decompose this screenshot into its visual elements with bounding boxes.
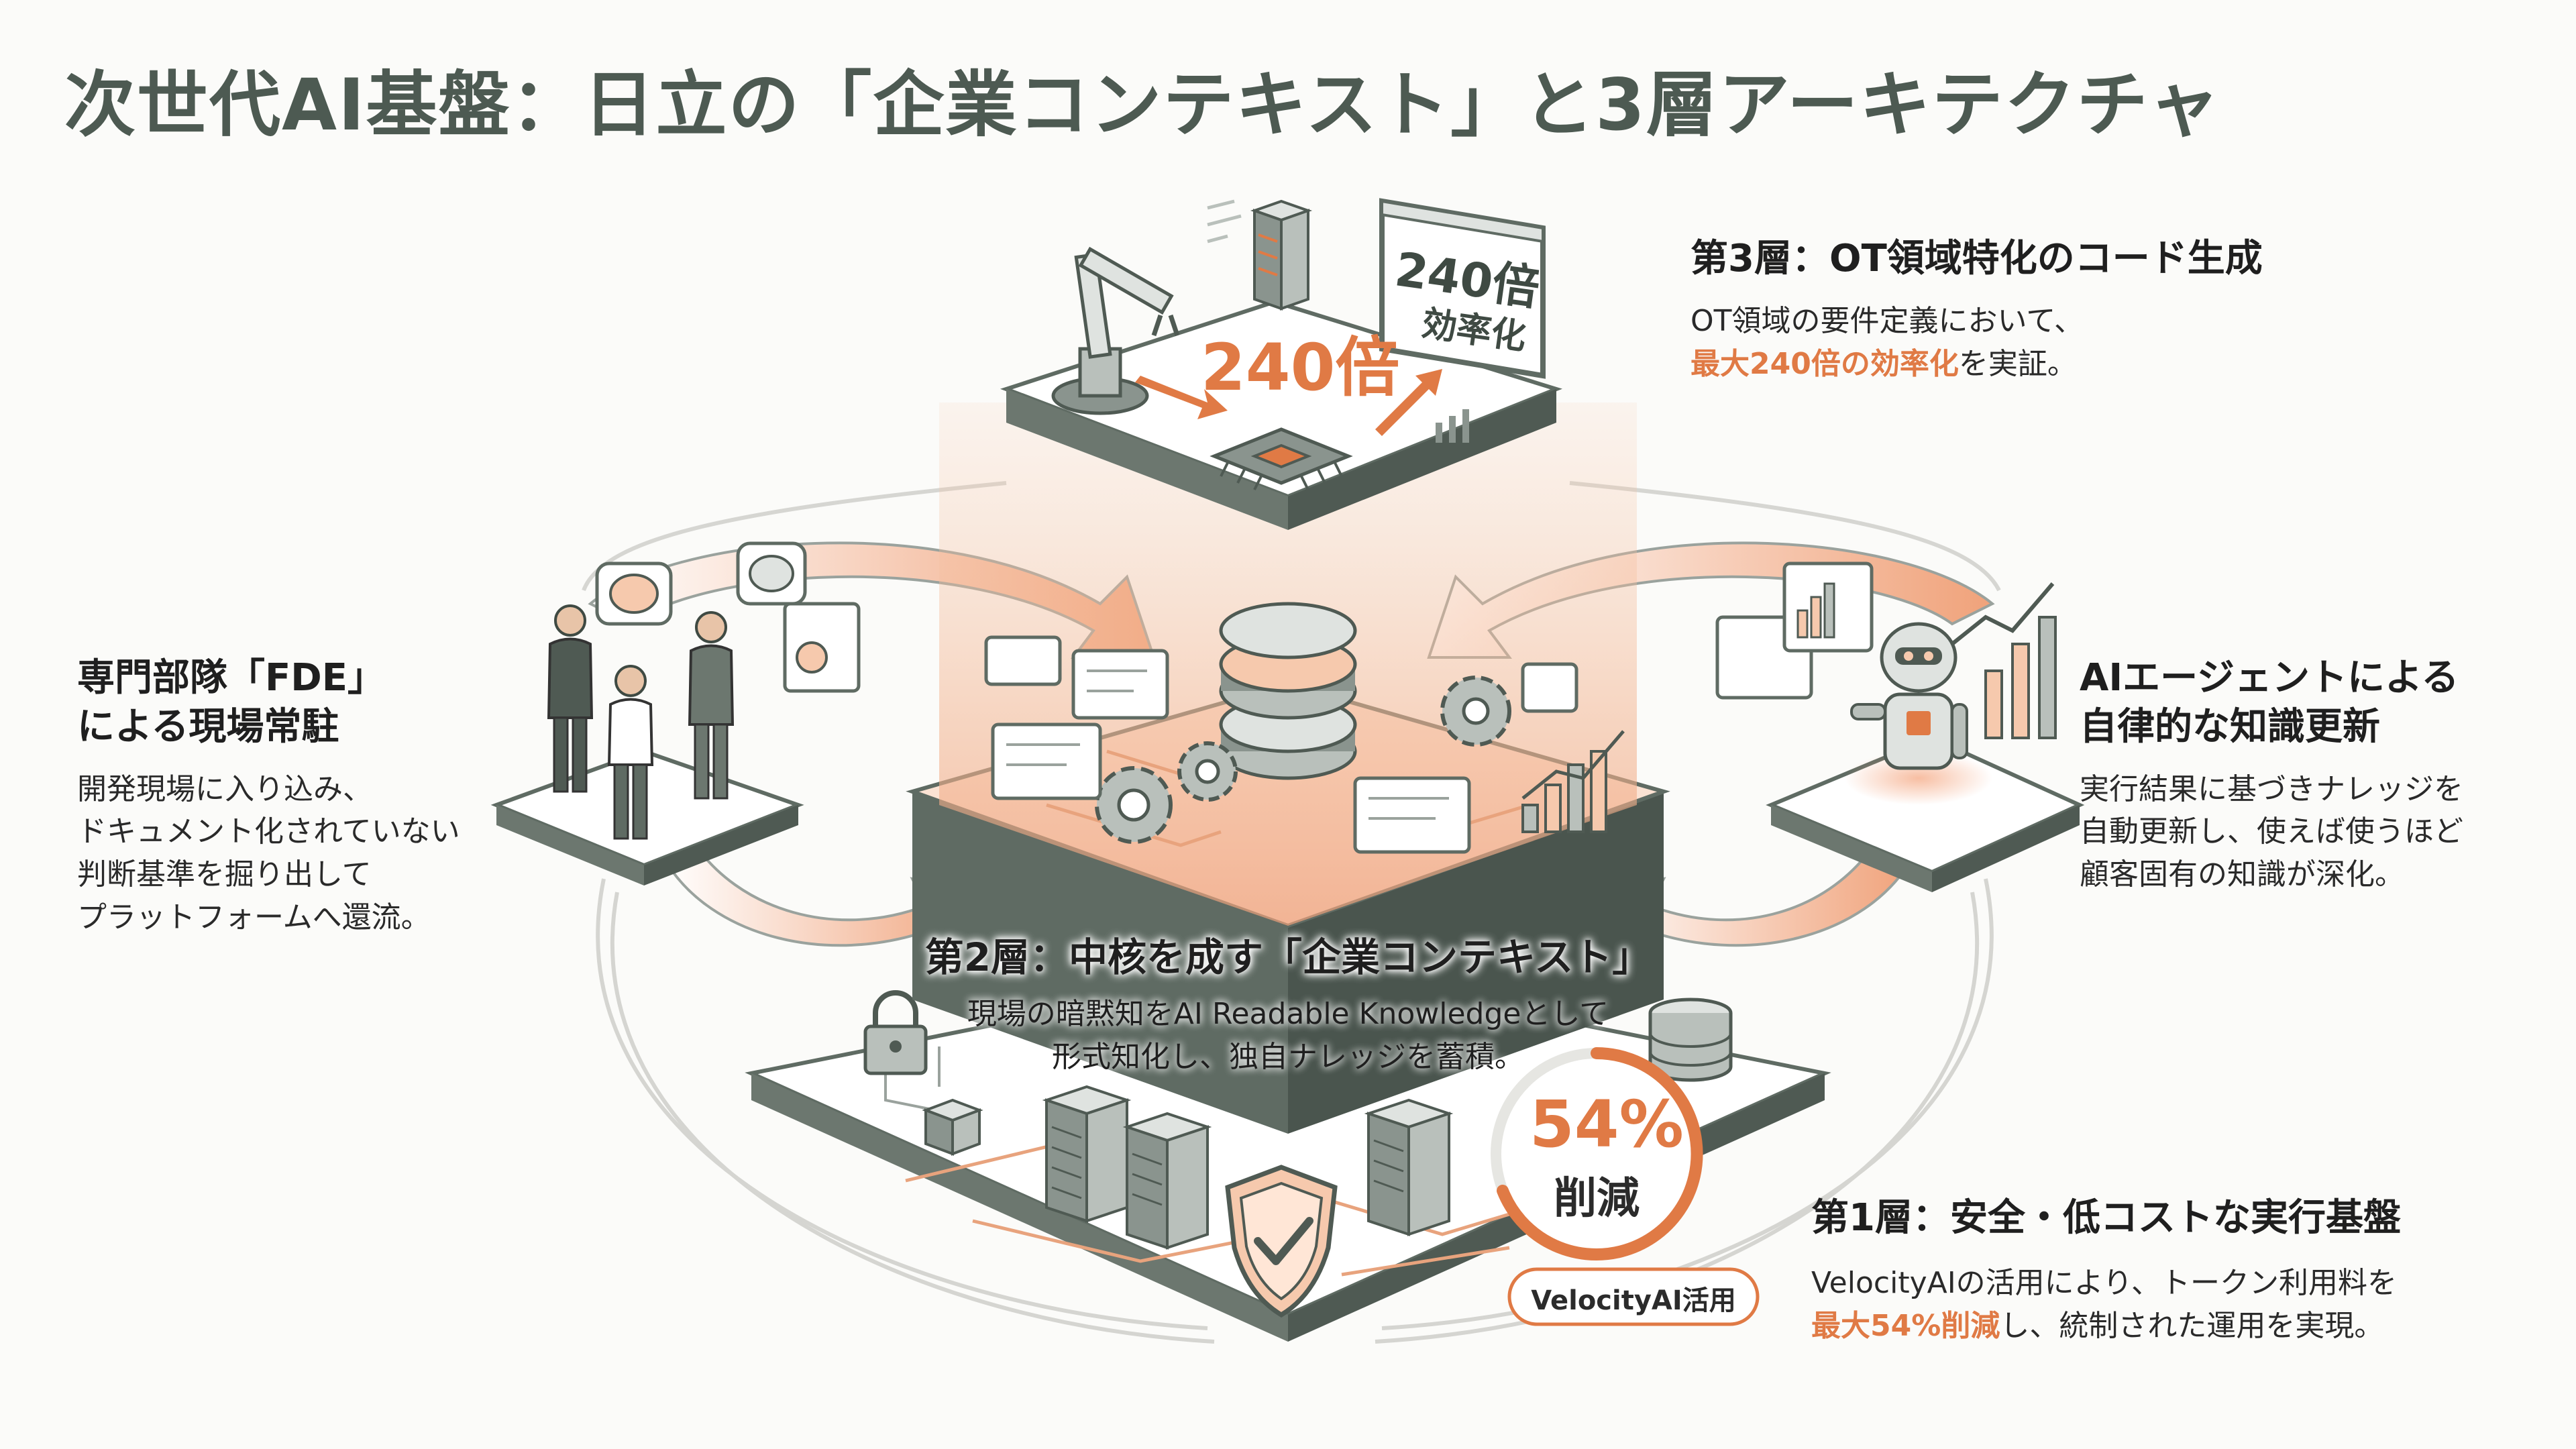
ai-heading-line2: 自律的な知識更新 — [2080, 704, 2380, 749]
ai-body-line: 顧客固有の知識が深化。 — [2080, 857, 2404, 892]
bar-chart-icon — [1521, 730, 1625, 833]
arrow-icon — [1135, 369, 1442, 436]
fde-body-line: 開発現場に入り込み、 — [77, 771, 372, 806]
fde-body-line: 判断基準を掘り出して — [77, 857, 372, 892]
flow-ribbons — [582, 481, 2001, 1344]
layer3-body: OT領域の要件定義において、 最大240倍の効率化を実証。 — [1690, 300, 2496, 386]
reduction-percent: 54% — [1529, 1087, 1684, 1162]
shield-check-icon — [1225, 1165, 1338, 1318]
server-icon — [1042, 1085, 1454, 1250]
layer2-body-line1: 現場の暗黙知をAI Readable Knowledgeとして — [967, 997, 1609, 1031]
server-icon — [1250, 199, 1313, 311]
ai-heading-line1: AIエージェントによる — [2080, 656, 2459, 700]
lock-icon — [863, 990, 928, 1075]
layer1-callout: 第1層：安全・低コストな実行基盤 VelocityAIの活用により、トークン利用… — [1811, 1194, 2549, 1347]
ai-agent-callout: AIエージェントによる 自律的な知識更新 実行結果に基づきナレッジを 自動更新し… — [2080, 654, 2563, 896]
ai-platform — [1766, 735, 2085, 892]
layer1-heading: 第1層：安全・低コストな実行基盤 — [1811, 1196, 2401, 1240]
chip-icon — [1210, 427, 1353, 490]
robot-arm-icon — [1051, 246, 1180, 415]
document-icon — [783, 602, 861, 693]
layer3-body-line1: OT領域の要件定義において、 — [1690, 303, 2084, 338]
brain-icon — [595, 541, 807, 626]
bar-chart-icon — [1796, 582, 2057, 739]
efficiency-screen — [1379, 198, 1546, 379]
cube-icon — [922, 1098, 983, 1156]
bar-chart-icon — [1436, 409, 1469, 443]
layer1-body-tail: し、統制された運用を実現。 — [2000, 1308, 2384, 1343]
layer1-highlight: 最大54%削減 — [1811, 1308, 2000, 1343]
fde-callout: 専門部隊「FDE」 による現場常駐 開発現場に入り込み、 ドキュメント化されてい… — [77, 654, 547, 939]
layer3-heading: 第3層：OT領域特化のコード生成 — [1690, 237, 2263, 280]
fde-heading-line1: 専門部隊「FDE」 — [77, 656, 385, 700]
velocityai-pill-label: VelocityAI活用 — [1531, 1285, 1736, 1316]
layer1-body-line1: VelocityAIの活用により、トークン利用料を — [1811, 1265, 2398, 1300]
layer3-highlight: 最大240倍の効率化 — [1690, 346, 1959, 381]
efficiency-number: 240倍 — [1201, 330, 1400, 405]
reduction-caption: 削減 — [1554, 1174, 1640, 1224]
document-icon — [984, 635, 1578, 854]
fde-body-line: プラットフォームへ還流。 — [77, 900, 431, 934]
layer2-callout: 第2層：中核を成す「企業コンテキスト」 現場の暗黙知をAI Readable K… — [872, 926, 1704, 1079]
layer2-body-line2: 形式知化し、独自ナレッジを蓄積。 — [1052, 1039, 1524, 1074]
layer2-heading: 第2層：中核を成す「企業コンテキスト」 — [924, 934, 1652, 980]
layer3-callout: 第3層：OT領域特化のコード生成 OT領域の要件定義において、 最大240倍の効… — [1690, 235, 2496, 385]
fde-heading-line2: による現場常駐 — [77, 704, 339, 749]
core-server-stack-icon — [1219, 602, 1357, 780]
person-icon — [547, 604, 735, 840]
ai-body-line: 実行結果に基づきナレッジを — [2080, 771, 2463, 806]
page-title: 次世代AI基盤：日立の「企業コンテキスト」と3層アーキテクチャ — [64, 64, 2221, 146]
document-icon — [1715, 561, 1874, 700]
velocityai-pill — [1507, 1267, 1760, 1326]
layer3-body-tail: を実証。 — [1958, 346, 2077, 381]
reduction-badge — [1491, 1047, 1703, 1260]
ai-body-line: 自動更新し、使えば使うほど — [2080, 814, 2463, 849]
robot-icon — [1850, 622, 1968, 770]
fde-body-line: ドキュメント化されていない — [77, 814, 460, 849]
